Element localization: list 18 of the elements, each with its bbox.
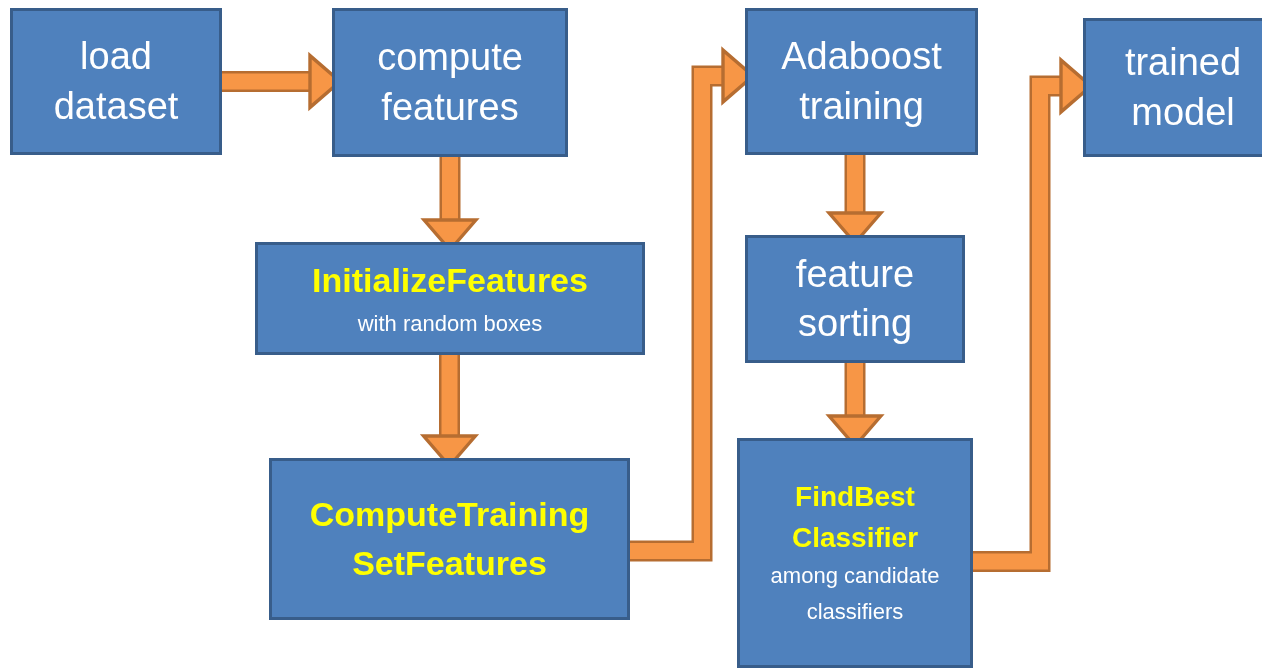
process-box <box>745 235 965 363</box>
box-subtext: among candidate classifiers <box>769 562 941 626</box>
process-box <box>10 8 222 155</box>
process-box <box>745 8 978 155</box>
process-box <box>332 8 568 157</box>
box-label: trained model <box>1123 40 1243 135</box>
box-subtext: with random boxes <box>357 309 543 338</box>
box-label: feature sorting <box>794 251 916 346</box>
box-heading: InitializeFeatures <box>312 260 588 302</box>
box-label: compute features <box>376 35 524 130</box>
process-box <box>1083 18 1262 157</box>
box-label: Adaboost training <box>780 34 943 129</box>
box-label: load dataset <box>52 34 180 129</box>
process-box <box>255 242 645 355</box>
process-box <box>737 438 973 668</box>
process-box <box>269 458 630 620</box>
box-heading: FindBest Classifier <box>790 480 920 555</box>
box-heading: ComputeTraining SetFeatures <box>308 493 591 584</box>
